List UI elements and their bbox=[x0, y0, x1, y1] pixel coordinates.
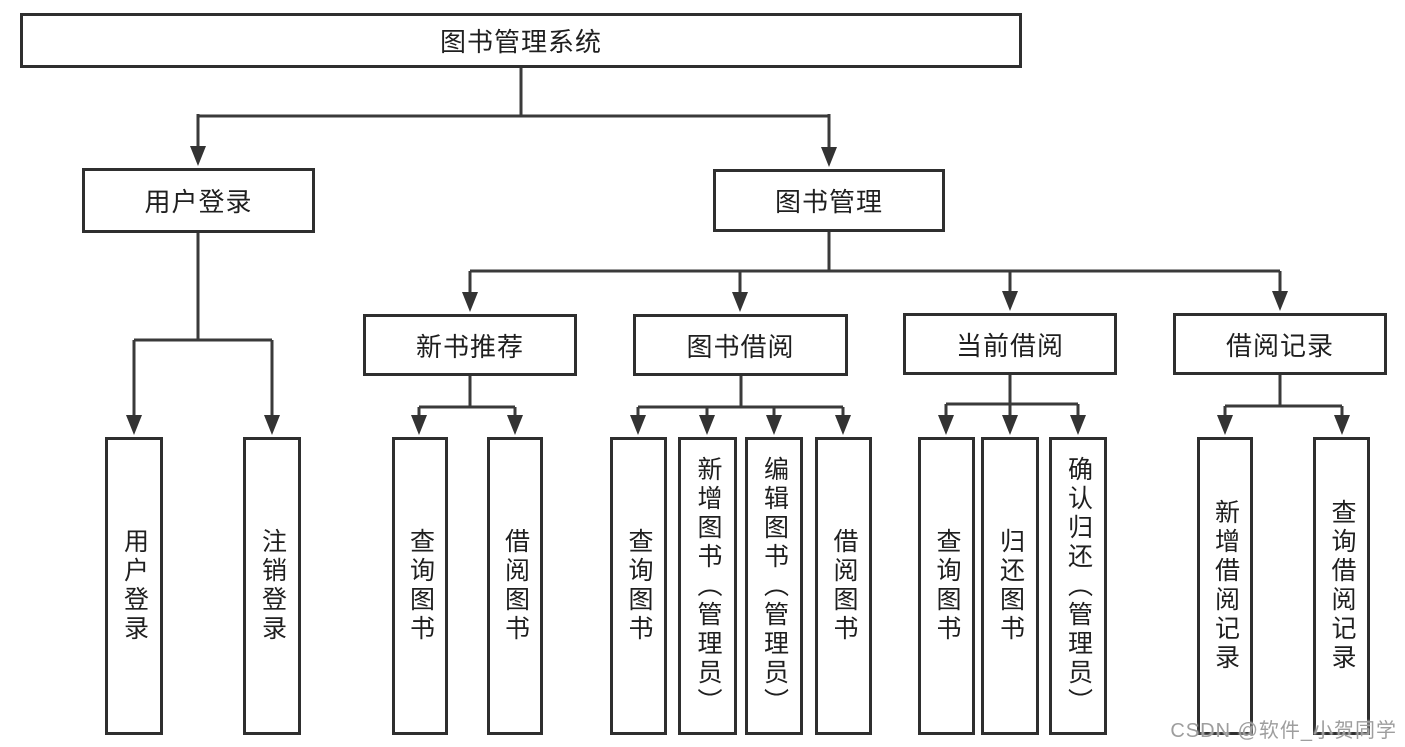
arrowhead bbox=[835, 415, 851, 435]
arrowhead bbox=[1334, 415, 1350, 435]
node-book-borrowing: 图书借阅 bbox=[633, 314, 848, 376]
watermark: CSDN @软件_小贺同学 bbox=[1170, 720, 1397, 742]
arrowhead bbox=[766, 415, 782, 435]
arrowhead bbox=[1272, 291, 1288, 311]
arrowhead bbox=[1070, 415, 1086, 435]
leaf-label: 查询借阅记录 bbox=[1328, 499, 1356, 673]
leaf-label: 查询图书 bbox=[406, 528, 435, 644]
leaf-current-query-books: 查询图书 bbox=[918, 437, 975, 735]
leaf-label: 注销登录 bbox=[258, 528, 287, 644]
arrowhead bbox=[411, 415, 427, 435]
arrowhead bbox=[190, 146, 206, 166]
leaf-label: 确认归还（管理员） bbox=[1064, 455, 1093, 717]
leaf-label: 借阅图书 bbox=[501, 528, 530, 644]
connector-group-book-management bbox=[462, 232, 1288, 312]
leaf-label: 新增借阅记录 bbox=[1211, 499, 1240, 673]
leaf-newbook-query-books: 查询图书 bbox=[392, 437, 448, 735]
leaf-current-return-books: 归还图书 bbox=[981, 437, 1039, 735]
leaf-borrow-query-books: 查询图书 bbox=[610, 437, 667, 735]
connector-group-book-borrow bbox=[630, 376, 851, 435]
node-user-login: 用户登录 bbox=[82, 168, 315, 233]
leaf-label: 编辑图书（管理员） bbox=[760, 455, 789, 717]
leaf-label: 归还图书 bbox=[996, 528, 1025, 644]
connector-group-root bbox=[190, 68, 837, 167]
arrowhead bbox=[264, 415, 280, 435]
arrowhead bbox=[699, 415, 715, 435]
connector-group-new-book bbox=[411, 376, 523, 435]
leaf-label: 用户登录 bbox=[120, 528, 149, 644]
arrowhead bbox=[462, 292, 478, 312]
leaf-records-add-record: 新增借阅记录 bbox=[1197, 437, 1253, 735]
leaf-label: 查询图书 bbox=[625, 528, 653, 644]
connector-group-current-borrow bbox=[938, 375, 1086, 435]
leaf-user-login: 用户登录 bbox=[105, 437, 163, 735]
leaf-label: 借阅图书 bbox=[830, 528, 858, 644]
arrowhead bbox=[507, 415, 523, 435]
leaf-records-query-record: 查询借阅记录 bbox=[1313, 437, 1370, 735]
arrowhead bbox=[821, 147, 837, 167]
leaf-borrow-borrow-books: 借阅图书 bbox=[815, 437, 872, 735]
arrowhead bbox=[732, 292, 748, 312]
node-borrowing-records: 借阅记录 bbox=[1173, 313, 1387, 375]
leaf-label: 查询图书 bbox=[933, 528, 961, 644]
node-current-borrowing: 当前借阅 bbox=[903, 313, 1117, 375]
leaf-label: 新增图书（管理员） bbox=[694, 455, 722, 717]
arrowhead bbox=[1002, 291, 1018, 311]
connector-group-borrow-records bbox=[1217, 375, 1350, 435]
leaf-logout: 注销登录 bbox=[243, 437, 301, 735]
arrowhead bbox=[938, 415, 954, 435]
node-book-management: 图书管理 bbox=[713, 169, 945, 232]
leaf-current-confirm-return-admin: 确认归还（管理员） bbox=[1049, 437, 1107, 735]
arrowhead bbox=[1217, 415, 1233, 435]
leaf-borrow-add-books-admin: 新增图书（管理员） bbox=[678, 437, 737, 735]
node-root: 图书管理系统 bbox=[20, 13, 1022, 68]
arrowhead bbox=[126, 415, 142, 435]
arrowhead bbox=[1002, 415, 1018, 435]
arrowhead bbox=[630, 415, 646, 435]
node-new-book-recommend: 新书推荐 bbox=[363, 314, 577, 376]
leaf-borrow-edit-books-admin: 编辑图书（管理员） bbox=[745, 437, 803, 735]
connector-group-user-login bbox=[126, 233, 280, 435]
leaf-newbook-borrow-books: 借阅图书 bbox=[487, 437, 543, 735]
